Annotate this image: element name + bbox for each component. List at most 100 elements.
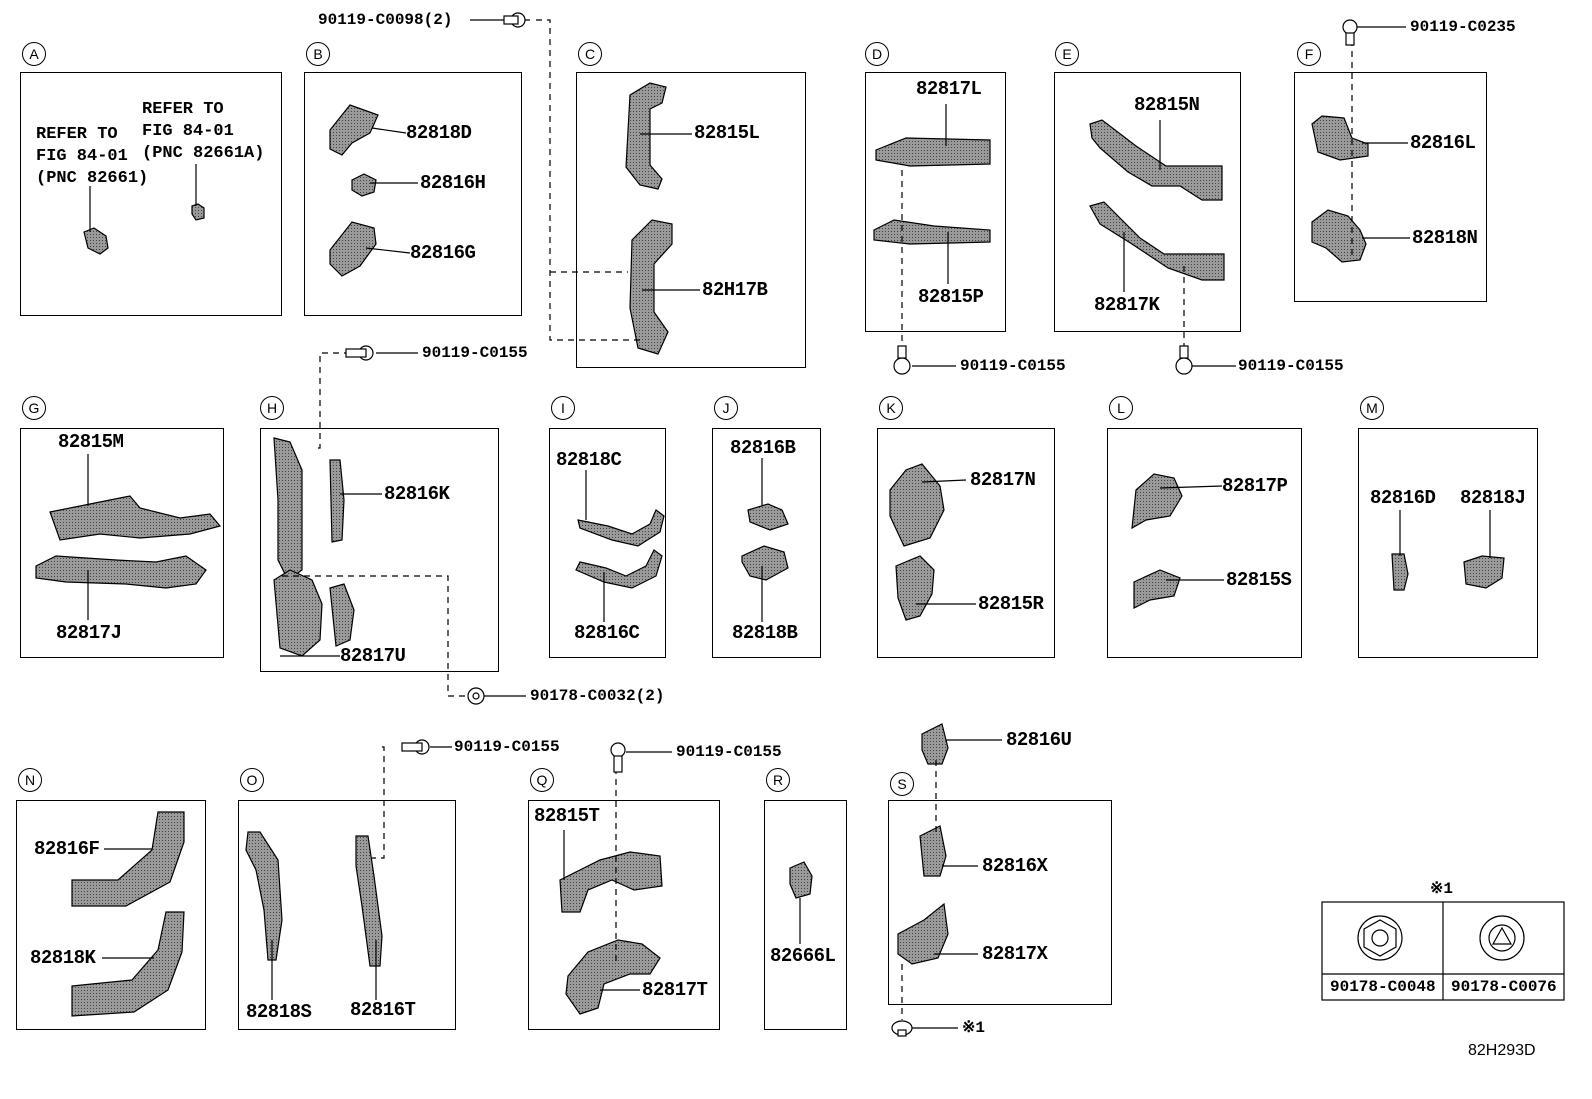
refer-text-2-line3: (PNC 82661A) xyxy=(142,144,265,163)
part-shape-82817n xyxy=(889,463,945,547)
part-label-82818k[interactable]: 82818K xyxy=(30,947,96,969)
part-label-82817t[interactable]: 82817T xyxy=(642,979,708,1001)
part-label-82815m[interactable]: 82815M xyxy=(58,431,124,453)
part-shape-82818b xyxy=(741,545,789,581)
part-label-82816h[interactable]: 82816H xyxy=(420,172,486,194)
fastener-label-7[interactable]: 90119-C0155 xyxy=(454,738,560,756)
part-label-82817j[interactable]: 82817J xyxy=(56,622,122,644)
part-shape-82816u xyxy=(921,723,949,765)
part-shape-82816k-b xyxy=(329,459,345,543)
fastener-label-5[interactable]: 90119-C0155 xyxy=(1238,357,1344,375)
nut-icon-f9 xyxy=(891,1020,913,1037)
part-label-82818j[interactable]: 82818J xyxy=(1460,487,1526,509)
part-label-82815r[interactable]: 82815R xyxy=(978,593,1044,615)
part-shape-82816f xyxy=(71,811,185,907)
part-shape-82816b xyxy=(747,503,789,531)
fastener-label-3[interactable]: 90119-C0155 xyxy=(422,344,528,362)
part-label-82815t[interactable]: 82815T xyxy=(534,805,600,827)
panel-d xyxy=(865,72,1006,332)
refer-text-2-line2: FIG 84-01 xyxy=(142,122,234,141)
part-label-82816k[interactable]: 82816K xyxy=(384,483,450,505)
part-label-82816t[interactable]: 82816T xyxy=(350,999,416,1021)
panel-c xyxy=(576,72,806,368)
panel-j xyxy=(712,428,821,658)
part-label-82817p[interactable]: 82817P xyxy=(1222,475,1288,497)
fastener-label-8[interactable]: 90119-C0155 xyxy=(676,743,782,761)
part-shape-82815t xyxy=(559,851,663,913)
part-shape-82816d xyxy=(1391,553,1409,591)
panel-h xyxy=(260,428,499,672)
bolt-icon-f5 xyxy=(1175,345,1193,375)
fastener-label-1[interactable]: 90119-C0098(2) xyxy=(318,11,453,29)
refer-text-1-line3: (PNC 82661) xyxy=(36,169,149,188)
part-label-82815n[interactable]: 82815N xyxy=(1134,94,1200,116)
part-label-82815p[interactable]: 82815P xyxy=(918,286,984,308)
refer-text-1-line1: REFER TO xyxy=(36,125,118,144)
diagram-code: 82H293D xyxy=(1468,1042,1536,1059)
part-label-82816f[interactable]: 82816F xyxy=(34,838,100,860)
part-label-82816d[interactable]: 82816D xyxy=(1370,487,1436,509)
part-label-82816g[interactable]: 82816G xyxy=(410,242,476,264)
flange-nut-icon xyxy=(1479,915,1525,961)
part-label-82817k[interactable]: 82817K xyxy=(1094,294,1160,316)
part-shape-82816h xyxy=(351,173,377,197)
part-label-82815s[interactable]: 82815S xyxy=(1226,569,1292,591)
section-label-l: L xyxy=(1109,396,1133,420)
legend-part-1[interactable]: 90178-C0048 xyxy=(1330,978,1436,996)
bolt-icon-f7 xyxy=(401,739,430,755)
panel-b xyxy=(304,72,522,316)
part-label-82818s[interactable]: 82818S xyxy=(246,1001,312,1023)
part-shape-82816g xyxy=(329,221,377,277)
part-label-82818c[interactable]: 82818C xyxy=(556,449,622,471)
part-shape-82666l xyxy=(789,861,813,899)
legend-title: ※1 xyxy=(1430,880,1454,898)
part-label-82817x[interactable]: 82817X xyxy=(982,943,1048,965)
panel-a xyxy=(20,72,282,316)
part-label-82818d[interactable]: 82818D xyxy=(406,122,472,144)
part-label-82815l[interactable]: 82815L xyxy=(694,122,760,144)
bolt-icon-f1 xyxy=(503,12,526,28)
part-shape-82818j xyxy=(1463,555,1505,589)
bolt-icon-f8 xyxy=(610,742,626,773)
part-shape-82818d xyxy=(329,104,379,156)
part-label-82816l[interactable]: 82816L xyxy=(1410,132,1476,154)
part-shape-82817k xyxy=(1089,201,1225,281)
part-shape-82h17b xyxy=(629,219,673,355)
part-label-82816b[interactable]: 82816B xyxy=(730,437,796,459)
panel-e xyxy=(1054,72,1241,332)
bolt-icon-f4 xyxy=(893,345,911,375)
fastener-label-2[interactable]: 90119-C0235 xyxy=(1410,18,1516,36)
legend-part-2[interactable]: 90178-C0076 xyxy=(1451,978,1557,996)
section-label-m: M xyxy=(1360,396,1384,420)
part-label-82h17b[interactable]: 82H17B xyxy=(702,279,768,301)
section-label-q: Q xyxy=(530,768,554,792)
panel-l xyxy=(1107,428,1302,658)
fastener-label-6[interactable]: 90178-C0032(2) xyxy=(530,687,665,705)
section-label-j: J xyxy=(714,396,738,420)
part-shape-82816l xyxy=(1311,115,1369,161)
part-shape-82816t xyxy=(355,835,383,967)
section-label-i: I xyxy=(551,396,575,420)
part-label-82817u[interactable]: 82817U xyxy=(340,645,406,667)
panel-r xyxy=(764,800,847,1030)
part-label-82818n[interactable]: 82818N xyxy=(1412,227,1478,249)
part-label-82817n[interactable]: 82817N xyxy=(970,469,1036,491)
part-label-82816u[interactable]: 82816U xyxy=(1006,729,1072,751)
section-label-f: F xyxy=(1297,42,1321,66)
bolt-icon-f3 xyxy=(345,345,374,361)
part-shape-82817t xyxy=(565,939,661,1015)
panel-g xyxy=(20,428,224,658)
part-label-82816x[interactable]: 82816X xyxy=(982,855,1048,877)
panel-o xyxy=(238,800,456,1030)
part-shape-82815n xyxy=(1089,119,1223,201)
part-label-82666l[interactable]: 82666L xyxy=(770,945,836,967)
part-label-82816c[interactable]: 82816C xyxy=(574,622,640,644)
part-label-82817l[interactable]: 82817L xyxy=(916,78,982,100)
part-shape-82818c xyxy=(577,509,665,547)
section-label-a: A xyxy=(22,42,46,66)
panel-s xyxy=(888,800,1112,1005)
fastener-label-4[interactable]: 90119-C0155 xyxy=(960,357,1066,375)
part-shape-82661 xyxy=(83,227,109,255)
part-label-82818b[interactable]: 82818B xyxy=(732,622,798,644)
panel-i xyxy=(549,428,666,658)
